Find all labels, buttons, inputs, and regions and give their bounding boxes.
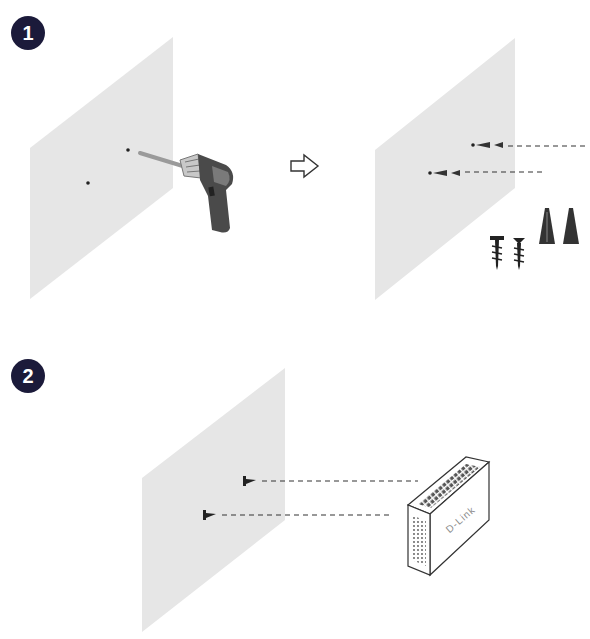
guide-line	[465, 171, 542, 172]
wall	[375, 38, 515, 300]
wall-plug	[539, 208, 579, 244]
mounted-screw	[203, 476, 256, 520]
callout-number: 1	[11, 16, 45, 50]
guide-line	[508, 145, 585, 146]
callout-number: 2	[11, 359, 45, 393]
guide-line	[222, 514, 392, 515]
wall	[30, 37, 173, 299]
screw	[490, 236, 525, 270]
power-drill	[140, 153, 233, 233]
guide-line	[262, 480, 418, 481]
network-switch	[408, 457, 489, 575]
drill-hole	[126, 148, 130, 152]
wall	[142, 368, 285, 632]
wall-anchor	[428, 142, 503, 176]
drill-hole	[86, 181, 90, 185]
step-arrow	[291, 155, 318, 177]
